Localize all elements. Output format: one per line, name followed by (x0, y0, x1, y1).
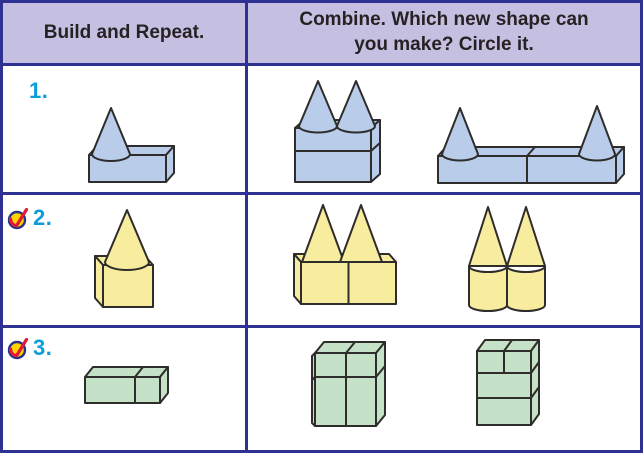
block-right-divider (375, 365, 386, 378)
cone-right (336, 80, 376, 134)
option-2a-figure[interactable] (290, 202, 400, 308)
row-1-options-cell (248, 66, 640, 195)
block-right-divider-1 (530, 361, 540, 374)
cone-right (578, 105, 616, 162)
block-front-face (476, 350, 532, 426)
block-right-face (375, 341, 386, 427)
cone (91, 107, 131, 162)
cone-left (298, 80, 338, 134)
row-3-build-cell: 3. (3, 328, 248, 450)
row-1-label: 1. (29, 78, 48, 104)
build-shape-1-figure (88, 107, 175, 183)
block-top-divider (345, 341, 356, 354)
cylinder-right (506, 265, 546, 312)
build-shape-3-figure (84, 366, 169, 404)
prism-front-face-lower (294, 150, 372, 183)
prism-top-face (84, 366, 169, 378)
row-2-label: 2. (7, 205, 52, 231)
cone (104, 209, 150, 271)
option-1b-figure[interactable] (430, 103, 630, 187)
row-2-build-cell: 2. (3, 195, 248, 328)
check-badge-icon (7, 336, 30, 360)
row-1-number: 1. (29, 78, 49, 103)
block-right-face (530, 339, 540, 426)
cone-left (468, 206, 508, 267)
cylinder-left (468, 265, 508, 312)
header-combine-label: Combine. Which new shape can you make? C… (299, 9, 589, 55)
row-2-number: 2. (33, 205, 53, 230)
cube-front-face (102, 264, 154, 308)
option-1a-figure[interactable] (285, 78, 385, 186)
prism-top-divider (134, 366, 144, 378)
prism-top-divider (526, 146, 536, 157)
prism-right-face-lower (370, 142, 381, 183)
cone-left (441, 107, 479, 162)
header-cell-combine: Combine. Which new shape can you make? C… (248, 3, 640, 66)
header-build-label: Build and Repeat. (43, 21, 205, 43)
cube-left-face (293, 253, 302, 305)
block-left-divider (311, 376, 316, 381)
row-3-number: 3. (33, 335, 53, 360)
option-3a-figure[interactable] (310, 338, 390, 430)
block-top-divider (503, 339, 513, 352)
option-2b-figure[interactable] (461, 204, 556, 312)
cone-right (339, 204, 383, 270)
row-3-label: 3. (7, 335, 52, 361)
prism-front-face (84, 376, 161, 404)
row-2-options-cell (248, 195, 640, 328)
block-right-divider-2 (530, 386, 540, 399)
cone-left (301, 204, 345, 270)
cube-left-face (94, 255, 104, 308)
check-badge-icon (7, 206, 30, 230)
option-3b-figure[interactable] (473, 336, 543, 430)
row-1-build-cell: 1. (3, 66, 248, 195)
row-3-options-cell (248, 328, 640, 450)
build-shape-2-figure (94, 209, 154, 308)
header-cell-build: Build and Repeat. (3, 3, 248, 66)
cone-right (506, 206, 546, 267)
